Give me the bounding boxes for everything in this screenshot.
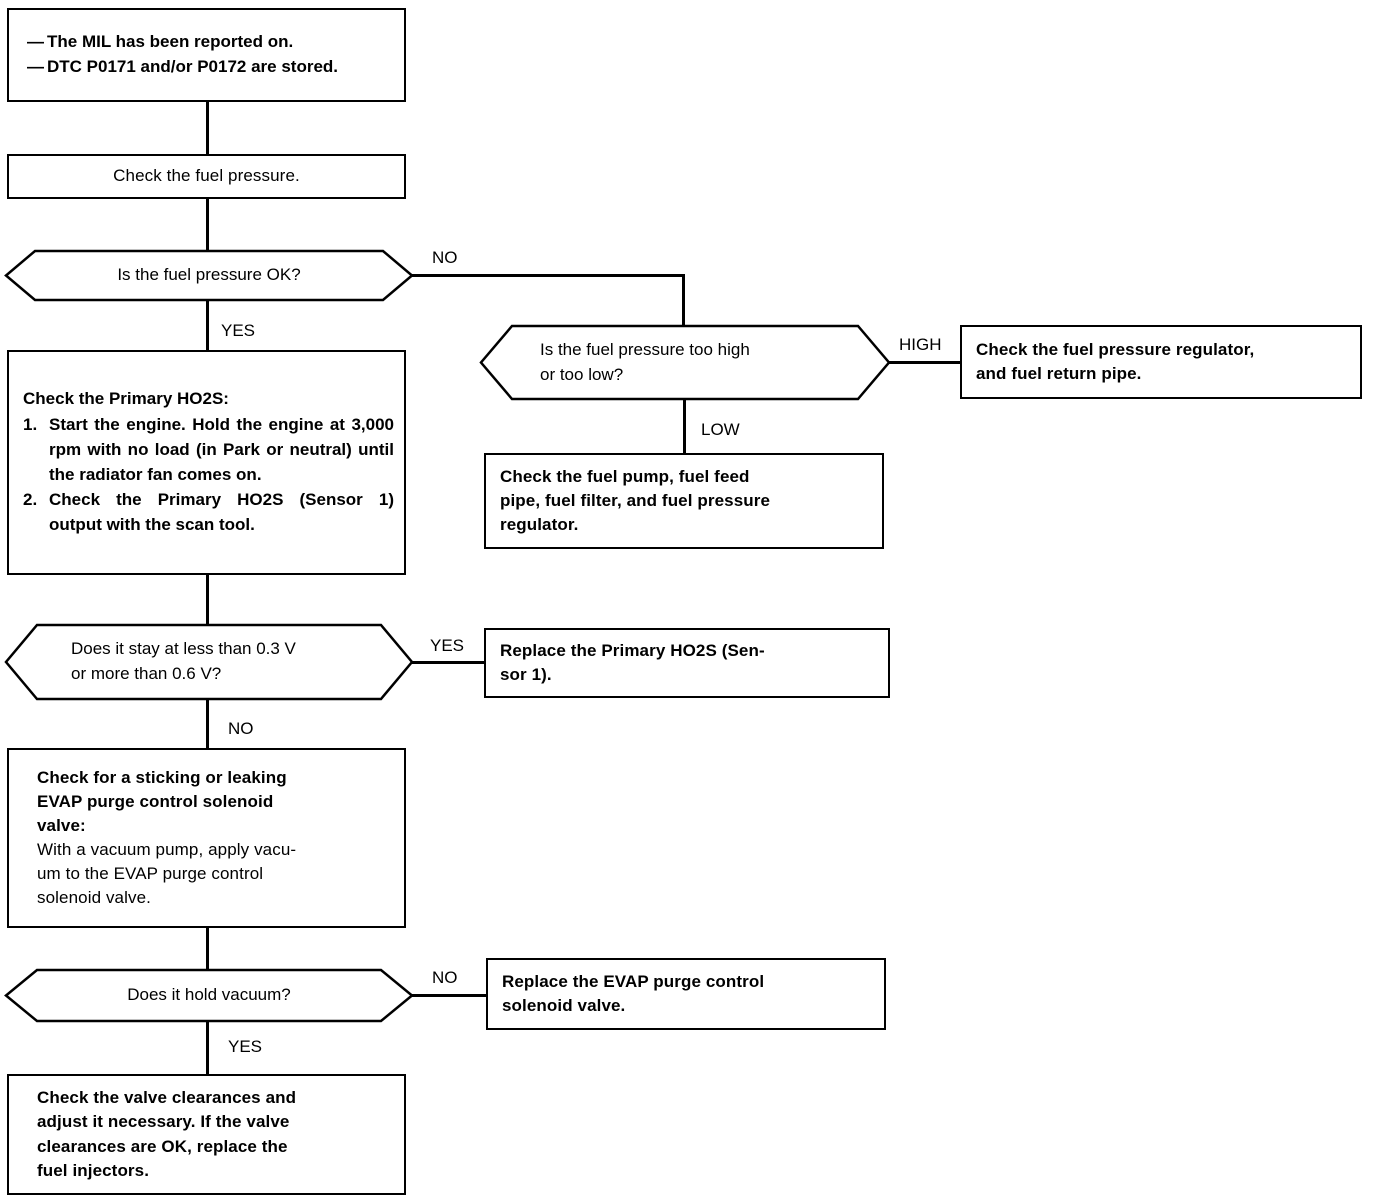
bullet-dash-icon: — xyxy=(27,32,44,52)
check-evap-plain-line1: With a vacuum pump, apply vacu- xyxy=(37,840,297,859)
check-pump-feed-line2: pipe, fuel filter, and fuel pressure xyxy=(500,490,770,510)
replace-primary-ho2s-line1: Replace the Primary HO2S (Sen- xyxy=(500,640,765,660)
node-check-regulator-return: Check the fuel pressure regulator, and f… xyxy=(960,325,1362,399)
start-bullet-2: — DTC P0171 and/or P0172 are stored. xyxy=(27,55,394,80)
connector-q1-yes-vertical xyxy=(206,300,209,350)
check-primary-ho2s-item-1: 1. Start the engine. Hold the engine at … xyxy=(23,413,394,488)
replace-primary-ho2s-line2: sor 1). xyxy=(500,665,552,684)
node-check-evap: Check for a sticking or leaking EVAP pur… xyxy=(7,748,406,928)
start-bullet-1: — The MIL has been reported on. xyxy=(27,30,394,55)
connector-check-pressure-to-q1 xyxy=(206,199,209,251)
hexagon-shape xyxy=(4,968,414,1023)
list-item-text: Start the engine. Hold the engine at 3,0… xyxy=(49,415,394,484)
connector-evap-to-q4 xyxy=(206,928,209,970)
connector-q1-no-vertical xyxy=(682,274,685,326)
replace-evap-line1: Replace the EVAP purge control xyxy=(502,971,765,991)
q-too-high-low-line2: or too low? xyxy=(540,364,624,384)
check-evap-plain-line2: um to the EVAP purge control xyxy=(37,864,264,884)
connector-start-to-check-pressure xyxy=(206,102,209,154)
check-primary-ho2s-list: Check the Primary HO2S: 1. Start the eng… xyxy=(9,387,404,538)
q-hold-vacuum-text: Does it hold vacuum? xyxy=(127,985,291,1005)
q-fuel-pressure-ok-text: Is the fuel pressure OK? xyxy=(117,265,301,285)
start-bullet-1-text: The MIL has been reported on. xyxy=(47,32,294,52)
connector-q4-no-horizontal xyxy=(412,994,488,997)
node-check-valve-clearances: Check the valve clearances and adjust it… xyxy=(7,1074,406,1195)
check-evap-text: Check for a sticking or leaking EVAP pur… xyxy=(9,766,404,911)
list-item-text: Check the Primary HO2S (Sensor 1) output… xyxy=(49,489,394,534)
check-evap-plain-line3: solenoid valve. xyxy=(37,888,151,908)
node-replace-primary-ho2s: Replace the Primary HO2S (Sen- sor 1). xyxy=(484,628,890,698)
edge-label-yes-vacuum: YES xyxy=(228,1037,263,1056)
edge-label-no-fuel-pressure: NO xyxy=(432,248,458,267)
list-number: 2. xyxy=(23,489,38,509)
hexagon-shape xyxy=(4,623,414,701)
q-voltage-text: Does it stay at less than 0.3 V or more … xyxy=(5,637,413,686)
check-valve-clearances-line1: Check the valve clearances and xyxy=(37,1088,297,1108)
check-evap-bold-line1: Check for a sticking or leaking xyxy=(37,767,287,787)
check-valve-clearances-line3: clearances are OK, replace the xyxy=(37,1136,288,1156)
hexagon-shape xyxy=(479,324,891,401)
edge-label-high: HIGH xyxy=(899,335,942,354)
edge-label-low: LOW xyxy=(701,420,740,439)
connector-q2-high-horizontal xyxy=(889,361,962,364)
check-valve-clearances-text: Check the valve clearances and adjust it… xyxy=(9,1086,404,1183)
list-number: 1. xyxy=(23,415,38,435)
bullet-dash-icon: — xyxy=(27,57,44,76)
connector-ho2s-to-q3 xyxy=(206,575,209,625)
connector-q4-yes-vertical xyxy=(206,1021,209,1075)
check-evap-bold-line2: EVAP purge control solenoid xyxy=(37,791,274,811)
edge-label-no-vacuum: NO xyxy=(432,968,458,987)
check-pump-feed-line3: regulator. xyxy=(500,515,579,535)
connector-q3-no-vertical xyxy=(206,699,209,749)
node-check-primary-ho2s: Check the Primary HO2S: 1. Start the eng… xyxy=(7,350,406,575)
start-bullet-list: — The MIL has been reported on. — DTC P0… xyxy=(9,30,404,79)
edge-label-yes-voltage: YES xyxy=(430,636,465,655)
check-regulator-return-text: Check the fuel pressure regulator, and f… xyxy=(962,338,1360,386)
check-valve-clearances-line4: fuel injectors. xyxy=(37,1160,150,1180)
check-regulator-return-line1: Check the fuel pressure regulator, xyxy=(976,339,1255,359)
check-primary-ho2s-item-2: 2. Check the Primary HO2S (Sensor 1) out… xyxy=(23,488,394,538)
check-fuel-pressure-text: Check the fuel pressure. xyxy=(113,166,300,186)
node-q-too-high-low: Is the fuel pressure too high or too low… xyxy=(479,324,891,401)
node-replace-evap: Replace the EVAP purge control solenoid … xyxy=(486,958,886,1030)
hexagon-shape xyxy=(4,249,414,302)
connector-q3-yes-horizontal xyxy=(412,661,486,664)
check-regulator-return-line2: and fuel return pipe. xyxy=(976,364,1142,383)
replace-primary-ho2s-text: Replace the Primary HO2S (Sen- sor 1). xyxy=(486,639,888,687)
q-too-high-low-line1: Is the fuel pressure too high xyxy=(540,339,750,359)
check-evap-bold-line3: valve: xyxy=(37,815,86,835)
node-q-fuel-pressure-ok: Is the fuel pressure OK? xyxy=(4,249,414,302)
check-valve-clearances-line2: adjust it necessary. If the valve xyxy=(37,1112,290,1132)
check-pump-feed-text: Check the fuel pump, fuel feed pipe, fue… xyxy=(486,465,882,537)
node-check-pump-feed: Check the fuel pump, fuel feed pipe, fue… xyxy=(484,453,884,549)
node-check-fuel-pressure: Check the fuel pressure. xyxy=(7,154,406,199)
q-too-high-low-text: Is the fuel pressure too high or too low… xyxy=(480,338,890,387)
node-q-voltage: Does it stay at less than 0.3 V or more … xyxy=(4,623,414,701)
replace-evap-text: Replace the EVAP purge control solenoid … xyxy=(488,970,884,1018)
connector-q2-low-vertical xyxy=(683,399,686,453)
edge-label-yes-fuel-pressure: YES xyxy=(221,321,256,340)
q-voltage-line1: Does it stay at less than 0.3 V xyxy=(71,639,296,659)
replace-evap-line2: solenoid valve. xyxy=(502,996,626,1015)
check-pump-feed-line1: Check the fuel pump, fuel feed xyxy=(500,466,750,486)
edge-label-no-voltage: NO xyxy=(228,719,254,738)
node-start: — The MIL has been reported on. — DTC P0… xyxy=(7,8,406,102)
q-voltage-line2: or more than 0.6 V? xyxy=(71,664,222,683)
connector-q1-no-horizontal xyxy=(412,274,684,277)
check-primary-ho2s-heading: Check the Primary HO2S: xyxy=(23,389,229,409)
start-bullet-2-text: DTC P0171 and/or P0172 are stored. xyxy=(47,57,339,76)
node-q-hold-vacuum: Does it hold vacuum? xyxy=(4,968,414,1023)
